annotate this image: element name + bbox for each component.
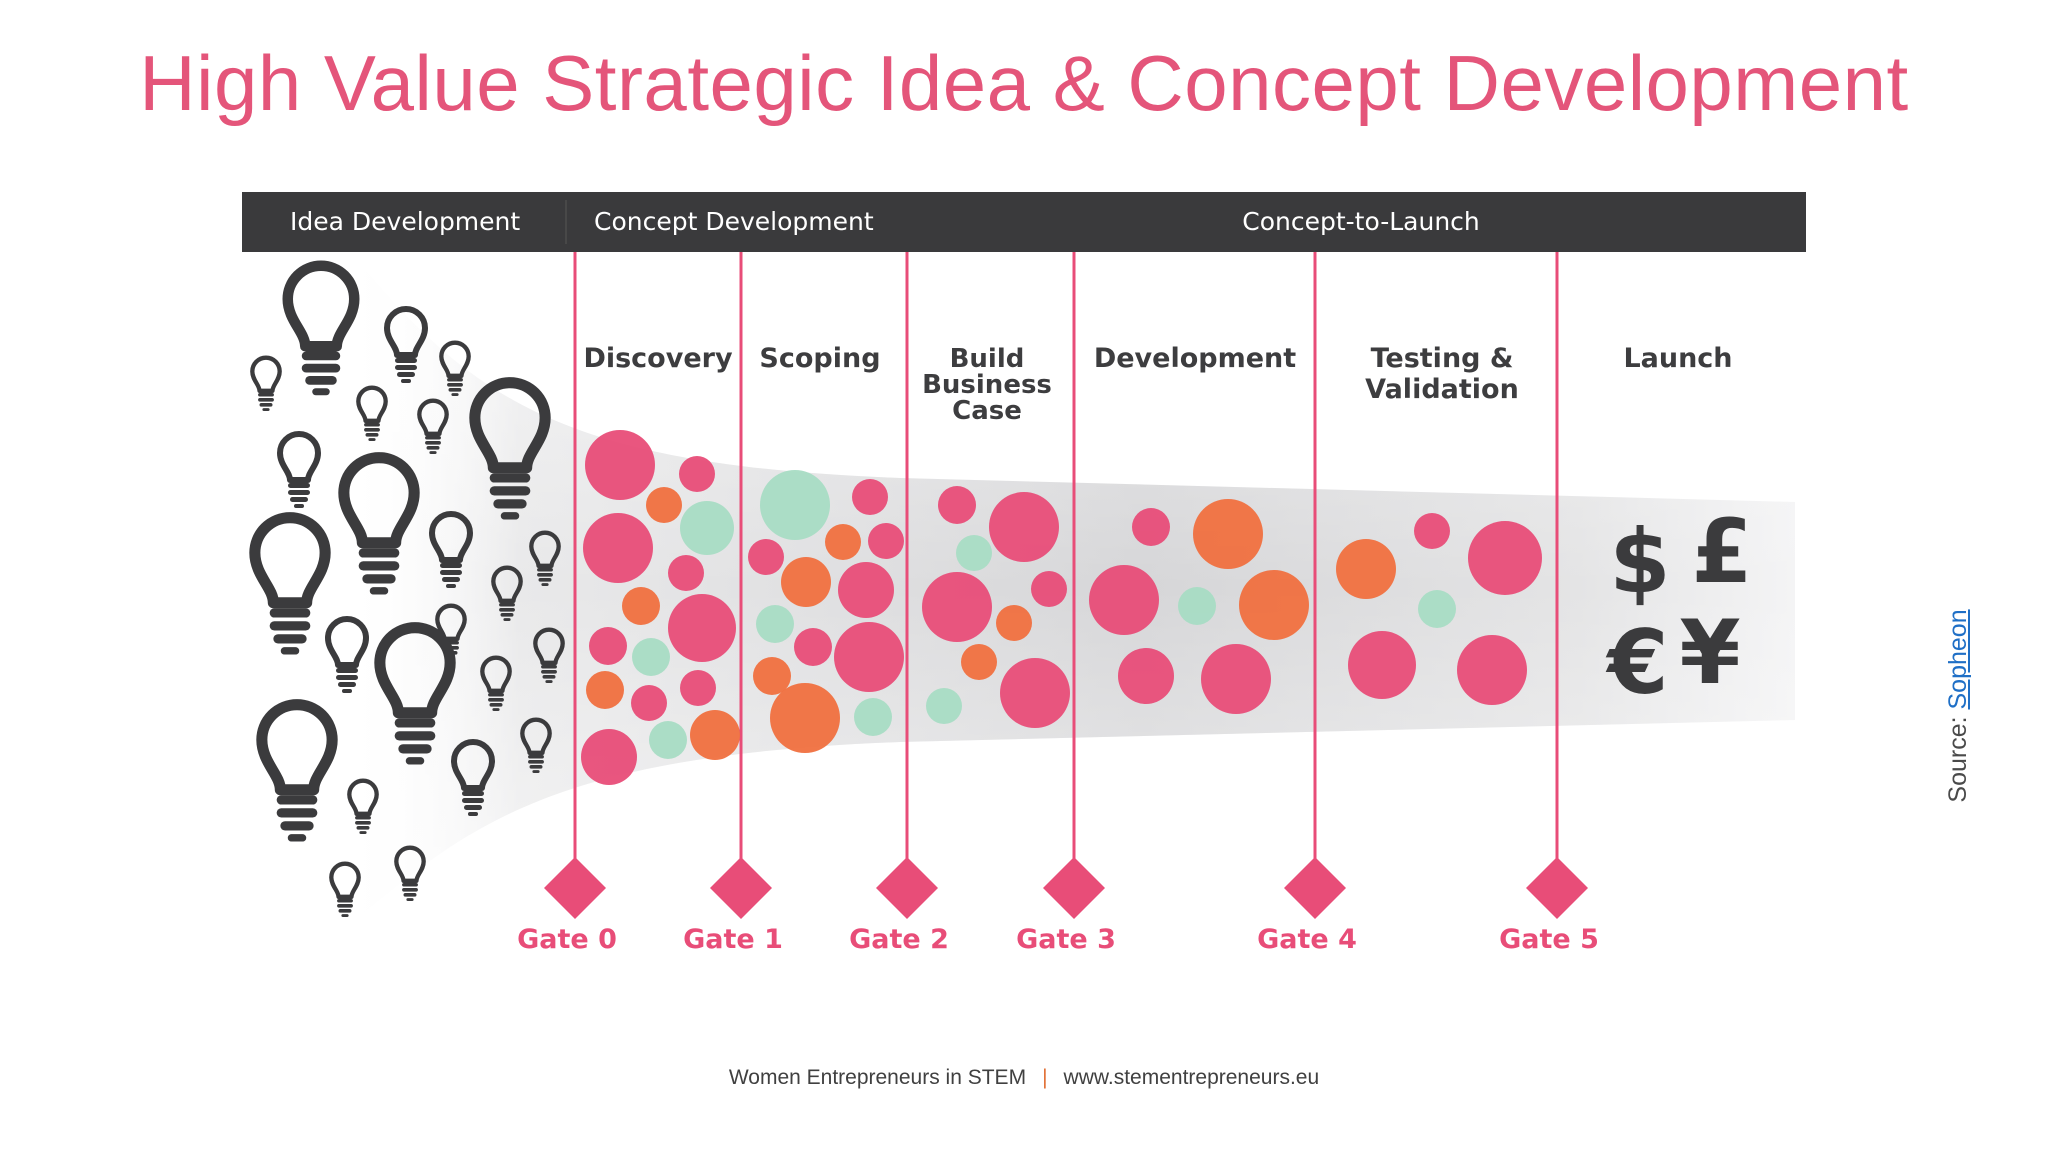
dollar-symbol: $ [1609,510,1670,613]
source-prefix: Source: [1944,709,1972,803]
idea-bubble [956,535,992,571]
gate-diamond [544,857,606,919]
gate-label: Gate 2 [849,924,949,955]
idea-bubble [680,670,716,706]
phase-header-bar [242,192,1806,252]
idea-bubble [760,470,830,540]
idea-bubble [834,622,904,692]
slide-title: High Value Strategic Idea & Concept Deve… [139,39,1909,127]
pound-symbol: £ [1691,500,1752,603]
idea-bubble [1418,590,1456,628]
footer: Women Entrepreneurs in STEM | www.stementr… [0,1066,2048,1090]
idea-bubble [996,605,1032,641]
idea-bubble [585,430,655,500]
idea-bubble [781,557,831,607]
idea-bubble [1239,570,1309,640]
stage-label: Business [922,370,1052,400]
gates-layer: Gate 0 Gate 1 Gate 2 Gate 3 Gate 4 Gate 5 [517,252,1599,955]
idea-bubble [1457,635,1527,705]
gate-label: Gate 3 [1016,924,1116,955]
idea-bubble [586,671,624,709]
stage-label: Case [952,396,1022,426]
idea-bubble [583,513,653,583]
stage-label: Validation [1365,374,1519,405]
idea-bubble [668,555,704,591]
idea-bubble [1414,513,1450,549]
idea-bubble [1000,658,1070,728]
gate-diamond [710,857,772,919]
gate-diamond [1526,857,1588,919]
source-link[interactable]: Sopheon [1944,609,1972,710]
idea-bubble [1336,539,1396,599]
gate-diamond [876,857,938,919]
stage-label: Scoping [759,343,880,374]
phase-label-concept-to-launch: Concept-to-Launch [1242,207,1480,236]
idea-bubble [748,539,784,575]
gate-diamond [1043,857,1105,919]
idea-bubble [926,688,962,724]
idea-bubble [631,685,667,721]
stage-label: Development [1094,343,1296,374]
idea-bubble [589,627,627,665]
source-attribution: Source: Sopheon [1944,609,1984,802]
idea-bubble [649,721,687,759]
idea-bubble [581,729,637,785]
gate-label: Gate 5 [1499,924,1599,955]
gate-label: Gate 4 [1257,924,1357,955]
lightbulb-icon [262,705,332,842]
idea-bubble [922,572,992,642]
idea-bubble [1118,648,1174,704]
idea-bubble [756,605,794,643]
phase-label-concept-development: Concept Development [594,207,874,236]
idea-bubble [632,638,670,676]
euro-symbol: € [1605,611,1668,714]
idea-bubble [1089,565,1159,635]
stage-label: Testing & [1371,343,1514,374]
idea-bubble [1468,521,1542,595]
phase-label-idea-development: Idea Development [290,207,520,236]
stage-label: Discovery [583,343,733,374]
idea-bubble [680,501,734,555]
gate-label: Gate 0 [517,924,617,955]
idea-bubble [1132,508,1170,546]
lightbulb-icon [255,518,325,655]
lightbulb-icon [288,266,355,396]
footer-separator: | [1042,1066,1048,1089]
yen-symbol: ¥ [1679,601,1740,704]
idea-bubble [794,628,832,666]
idea-bubble [961,644,997,680]
idea-bubble [1193,499,1263,569]
stage-label: Launch [1623,343,1732,374]
stage-label: Build [950,344,1025,374]
idea-bubble [770,683,840,753]
idea-bubble [690,710,740,760]
footer-org: Women Entrepreneurs in STEM [728,1066,1027,1089]
idea-bubble [868,523,904,559]
idea-bubble [668,594,736,662]
idea-bubble [989,492,1059,562]
idea-bubble [1348,631,1416,699]
idea-bubble [854,698,892,736]
idea-bubble [679,456,715,492]
idea-bubble [852,479,888,515]
lightbulb-icon [280,434,318,508]
lightbulb-icon [252,358,279,411]
gate-label: Gate 1 [683,924,783,955]
idea-bubble [825,524,861,560]
footer-url[interactable]: www.stementrepreneurs.eu [1063,1066,1320,1089]
idea-bubble [838,562,894,618]
currency-symbols: $ £ € ¥ [1605,500,1752,714]
idea-bubble [753,657,791,695]
idea-bubble [938,486,976,524]
idea-bubble [1178,587,1216,625]
gate-diamond [1284,857,1346,919]
idea-bubble [1201,644,1271,714]
idea-bubble [622,587,660,625]
idea-bubbles [581,430,1542,785]
idea-bubble [646,487,682,523]
idea-bubble [1031,571,1067,607]
